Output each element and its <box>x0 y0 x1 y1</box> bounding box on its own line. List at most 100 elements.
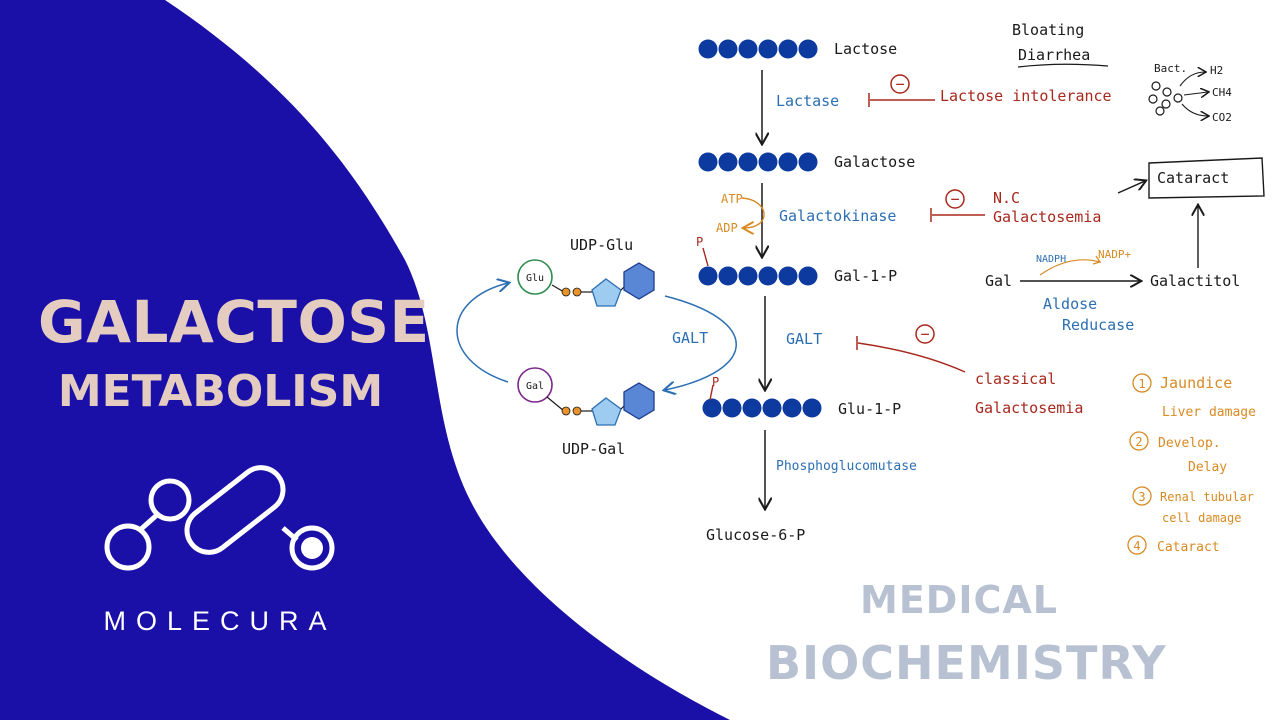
inhibit-sign: − <box>920 325 929 343</box>
underline <box>1017 63 1109 68</box>
udp-glu-molecule <box>517 259 655 307</box>
sugar-bead <box>738 39 758 59</box>
sugar-bead <box>778 152 798 172</box>
phosphate-label: P <box>696 235 703 249</box>
gas-co2: CO2 <box>1212 111 1232 124</box>
effect-delay: Delay <box>1188 460 1227 475</box>
effect-renal: Renal tubular <box>1160 490 1254 504</box>
enzyme-galt: GALT <box>786 330 822 348</box>
gas-h2: H2 <box>1210 64 1223 77</box>
sugar-bead <box>738 266 758 286</box>
udp-glu-label: UDP-Glu <box>570 236 633 254</box>
aldose-label: Aldose <box>1043 295 1097 313</box>
inhibit-sign: − <box>895 75 904 93</box>
compound-lactose: Lactose <box>834 40 897 58</box>
subtitle-line-2: BIOCHEMISTRY <box>766 636 1167 690</box>
cofactor-nadph: NADPH <box>1036 254 1066 265</box>
sugar-bead <box>718 266 738 286</box>
sugar-bead <box>758 39 778 59</box>
glu-label: Glu <box>526 273 544 284</box>
sugar-bead <box>798 152 818 172</box>
cataract-box <box>1148 157 1265 199</box>
sugar-bead <box>778 39 798 59</box>
phosphate-label: P <box>712 375 719 389</box>
sugar-bead <box>738 152 758 172</box>
udp-cycle-arrows <box>456 283 737 390</box>
lactose-intolerance-label: Lactose intolerance <box>940 87 1112 105</box>
cofactor-nadp: NADP+ <box>1098 248 1131 261</box>
udp-galt-label: GALT <box>672 329 708 347</box>
sugar-bead <box>698 152 718 172</box>
sugar-bead <box>742 398 762 418</box>
enzyme-lactase: Lactase <box>776 92 839 110</box>
classical-line2: Galactosemia <box>975 399 1083 417</box>
cataract-label: Cataract <box>1157 169 1229 187</box>
sugar-bead <box>798 39 818 59</box>
compound-gal-1-p: Gal-1-P <box>834 267 897 285</box>
inhibition-galactokinase <box>930 189 985 222</box>
sugar-bead <box>778 266 798 286</box>
effect-num: 2 <box>1135 435 1142 449</box>
cofactor-adp: ADP <box>716 221 738 235</box>
effect-cataract: Cataract <box>1157 540 1220 555</box>
sugar-bead <box>798 266 818 286</box>
pathway-arrows <box>762 70 765 508</box>
udp-gal-molecule <box>517 367 655 426</box>
nc-galactosemia-line1: N.C <box>993 189 1020 207</box>
molecura-logo <box>104 465 335 571</box>
compound-glucose-6-p: Glucose-6-P <box>706 526 805 544</box>
sugar-bead <box>698 266 718 286</box>
sugar-bead <box>722 398 742 418</box>
sugar-bead <box>702 398 722 418</box>
brand-name: MOLECURA <box>103 606 337 636</box>
symptom-diarrhea: Diarrhea <box>1018 46 1090 64</box>
bacteria-label: Bact. <box>1154 62 1187 75</box>
enzyme-galactokinase: Galactokinase <box>779 207 896 225</box>
brand-panel <box>0 0 730 720</box>
effect-liver-damage: Liver damage <box>1162 405 1256 420</box>
inhibition-galt <box>856 324 966 373</box>
sugar-bead <box>758 266 778 286</box>
nc-galactosemia-line2: Galactosemia <box>993 208 1101 226</box>
gas-ch4: CH4 <box>1212 86 1232 99</box>
classical-line1: classical <box>975 370 1056 388</box>
cofactor-atp: ATP <box>721 192 743 206</box>
compound-galactose: Galactose <box>834 153 915 171</box>
sugar-bead <box>758 152 778 172</box>
sugar-bead <box>718 39 738 59</box>
inhibit-sign: − <box>950 190 959 208</box>
reductase-label: Reducase <box>1062 316 1134 334</box>
nadph-arrow <box>1039 255 1102 276</box>
arrow-to-cataract <box>1117 181 1145 194</box>
sugar-bead <box>718 152 738 172</box>
inhibition-lactase <box>868 74 935 107</box>
polyol-galactitol: Galactitol <box>1150 272 1240 290</box>
effect-num: 1 <box>1138 377 1145 391</box>
sugar-bead <box>782 398 802 418</box>
gal-label: Gal <box>526 381 544 392</box>
title-line-1: GALACTOSE <box>38 288 430 356</box>
gas-arrows <box>1179 72 1208 116</box>
effect-cell-damage: cell damage <box>1162 511 1241 525</box>
sugar-bead <box>762 398 782 418</box>
subtitle-line-1: MEDICAL <box>860 578 1058 622</box>
effect-jaundice: Jaundice <box>1160 374 1232 392</box>
udp-gal-label: UDP-Gal <box>562 440 625 458</box>
effect-num: 3 <box>1138 490 1145 504</box>
title-line-2: METABOLISM <box>57 366 384 417</box>
sugar-chains <box>698 39 822 418</box>
enzyme-phosphoglucomutase: Phosphoglucomutase <box>776 459 917 474</box>
sugar-bead <box>698 39 718 59</box>
symptom-bloating: Bloating <box>1012 21 1084 39</box>
bacteria-icon <box>1148 81 1183 116</box>
polyol-gal: Gal <box>985 272 1012 290</box>
phosphate-bond <box>702 247 709 267</box>
effects-list <box>1127 373 1152 555</box>
effect-num: 4 <box>1133 539 1140 553</box>
atp-adp-arrow <box>742 197 765 228</box>
effect-develop: Develop. <box>1158 436 1221 451</box>
sugar-bead <box>802 398 822 418</box>
phosphate-bond <box>709 384 714 401</box>
compound-glu-1-p: Glu-1-P <box>838 400 901 418</box>
